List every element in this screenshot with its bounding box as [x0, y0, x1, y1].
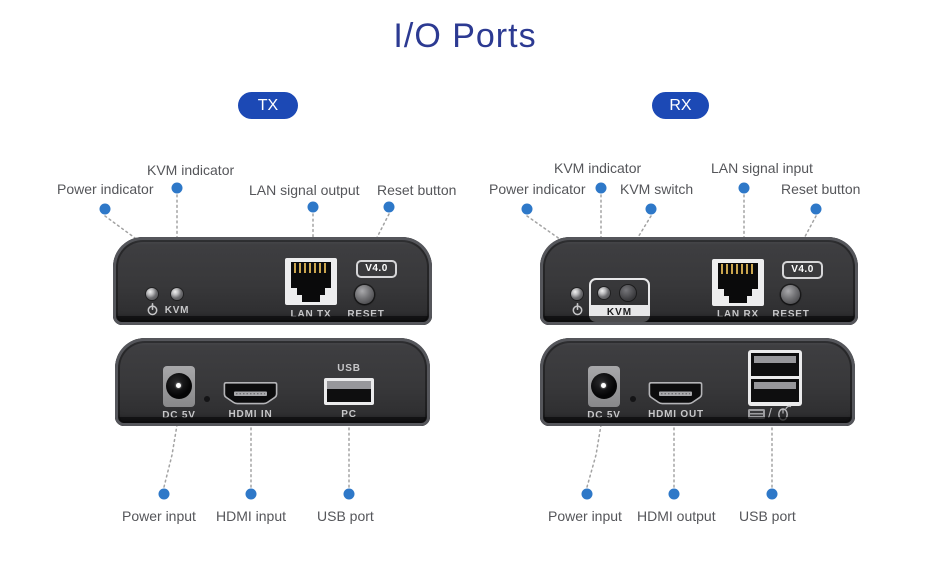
- usb-tongue: [754, 382, 796, 389]
- rx-callout-lan-signal-input: LAN signal input: [711, 160, 813, 176]
- rx-front-panel: KVM LAN RX V4.0 RESET: [540, 237, 858, 325]
- rx-callout-reset-button: Reset button: [781, 181, 861, 197]
- tx-callout-power-indicator: Power indicator: [57, 181, 154, 197]
- callout-dot: [595, 182, 607, 194]
- rj45-tab: [729, 296, 747, 303]
- usb-above-label: USB: [337, 363, 361, 374]
- hdmi-out-label: HDMI OUT: [648, 409, 704, 420]
- lan-tx-port: [285, 258, 337, 305]
- power-led: [571, 288, 583, 300]
- callout-dot: [245, 488, 257, 500]
- rx-callout-kvm-indicator: KVM indicator: [554, 160, 642, 176]
- dc-power-jack: [163, 366, 195, 407]
- tx-callout-power-input: Power input: [122, 508, 196, 524]
- reset-button: [355, 285, 374, 304]
- rj45-pins: [294, 263, 328, 273]
- callout-dot: [645, 203, 657, 215]
- callout-dot: [383, 201, 395, 213]
- kvm-led-label: KVM: [164, 305, 190, 316]
- tx-callout-kvm-indicator: KVM indicator: [147, 162, 235, 178]
- lan-rx-port: [712, 259, 764, 306]
- kvm-switch-button: [620, 285, 636, 301]
- pinhole: [630, 396, 636, 402]
- reset-label: RESET: [347, 309, 385, 320]
- tx-callout-reset-button: Reset button: [377, 182, 457, 198]
- kvm-group-label: KVM: [591, 305, 648, 320]
- callout-dot: [343, 488, 355, 500]
- rj45-step: [297, 288, 325, 295]
- reset-button: [781, 285, 800, 304]
- power-icon: [147, 303, 158, 316]
- dc-label: DC 5V: [162, 410, 196, 421]
- kvm-led: [171, 288, 183, 300]
- callout-dot: [738, 182, 750, 194]
- tx-callout-usb-port: USB port: [317, 508, 374, 524]
- usb-cavity: [751, 353, 799, 376]
- rj45-tab: [302, 295, 320, 302]
- tx-rear-panel: DC 5V HDMI IN USB PC: [115, 338, 430, 426]
- page-title: I/O Ports: [393, 17, 537, 55]
- callout-dot: [307, 201, 319, 213]
- kvm-led: [598, 287, 610, 299]
- rx-callout-hdmi-output: HDMI output: [637, 508, 716, 524]
- usb-pc-label: PC: [341, 409, 357, 420]
- rx-callout-power-input: Power input: [548, 508, 622, 524]
- power-led: [146, 288, 158, 300]
- rj45-pins: [721, 264, 755, 274]
- usb-pc-port: [324, 378, 374, 405]
- usb-tongue: [754, 356, 796, 363]
- usb-cavity: [751, 379, 799, 402]
- hdmi-in-port: [223, 382, 278, 405]
- lan-rx-port-label: LAN RX: [716, 309, 760, 320]
- usb-dual-port: [748, 350, 802, 406]
- tx-badge: TX: [238, 92, 298, 119]
- hdmi-in-label: HDMI IN: [228, 409, 273, 420]
- tx-callout-hdmi-input: HDMI input: [216, 508, 287, 524]
- tx-front-panel: KVM LAN TX V4.0 RESET: [113, 237, 432, 325]
- hdmi-port-icon: [223, 382, 278, 405]
- rx-badge: RX: [652, 92, 709, 119]
- callout-dot: [171, 182, 183, 194]
- kvm-switch-group: KVM: [589, 278, 650, 322]
- callout-dot: [99, 203, 111, 215]
- pinhole: [204, 396, 210, 402]
- hdmi-port-icon: [648, 382, 703, 405]
- keyboard-mouse-icons: /: [748, 405, 792, 421]
- callout-dot: [521, 203, 533, 215]
- callout-dot: [158, 488, 170, 500]
- dc-power-jack: [588, 366, 620, 407]
- rj45-step: [724, 289, 752, 296]
- callout-dot: [668, 488, 680, 500]
- rx-rear-panel: DC 5V HDMI OUT /: [540, 338, 855, 426]
- power-icon: [572, 303, 583, 316]
- mouse-icon: [778, 405, 792, 421]
- dc-label: DC 5V: [587, 410, 621, 421]
- lan-tx-port-label: LAN TX: [290, 309, 332, 320]
- version-badge: V4.0: [782, 261, 823, 279]
- rx-callout-kvm-switch: KVM switch: [620, 181, 694, 197]
- callout-dot: [766, 488, 778, 500]
- rx-callout-usb-port: USB port: [739, 508, 796, 524]
- callout-dot: [581, 488, 593, 500]
- hdmi-out-port: [648, 382, 703, 405]
- callout-dot: [810, 203, 822, 215]
- dc-jack-pin: [176, 383, 181, 388]
- reset-label: RESET: [772, 309, 810, 320]
- dc-jack-pin: [601, 383, 606, 388]
- usb-tongue: [327, 381, 371, 389]
- keyboard-icon: [748, 409, 765, 419]
- version-badge: V4.0: [356, 260, 397, 278]
- rx-callout-power-indicator: Power indicator: [489, 181, 586, 197]
- separator-slash: /: [768, 405, 772, 421]
- tx-callout-lan-signal-output: LAN signal output: [249, 182, 360, 198]
